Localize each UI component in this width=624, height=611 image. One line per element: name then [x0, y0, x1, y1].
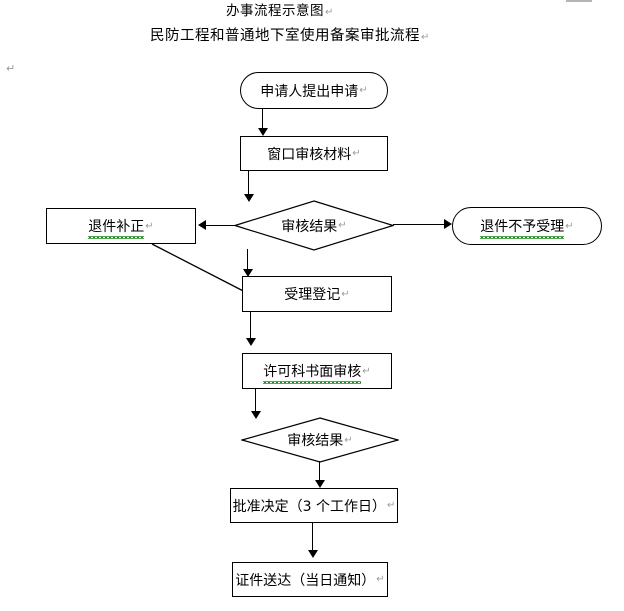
node-register-label: 受理登记	[284, 287, 341, 303]
edge-decision-1-to-return-fix	[206, 225, 236, 226]
pilcrow-icon: ↵	[359, 85, 368, 96]
node-paper-review-label: 许可科书面审核	[263, 361, 362, 384]
pilcrow-icon: ↵	[338, 220, 347, 231]
pilcrow-icon: ↵	[421, 32, 430, 43]
arrow-down-icon	[251, 411, 261, 419]
pilcrow-icon: ↵	[565, 220, 574, 232]
arrow-left-icon	[198, 220, 206, 230]
arrow-down-icon	[258, 128, 268, 136]
node-decision-1-label-wrap: 审核结果↵	[234, 200, 394, 251]
page-subtitle: 民防工程和普通地下室使用备案审批流程↵	[150, 27, 430, 47]
node-return-fix[interactable]: 退件补正↵	[46, 208, 196, 244]
node-start-label: 申请人提出申请	[260, 83, 359, 100]
node-decision-2-label: 审核结果	[287, 433, 344, 449]
edge-decision-1-to-return-reject	[393, 224, 445, 225]
page-title: 办事流程示意图↵	[226, 2, 334, 22]
diamond-shape-icon	[241, 417, 399, 463]
node-delivery-label: 证件送达（当日通知）	[235, 572, 376, 589]
diagonal-connector-line	[151, 243, 254, 297]
node-paper-review[interactable]: 许可科书面审核↵	[242, 353, 392, 389]
arrow-down-icon	[308, 550, 318, 558]
pilcrow-icon: ↵	[386, 500, 396, 511]
node-window-review[interactable]: 窗口审核材料↵	[240, 136, 388, 171]
page-title-text: 办事流程示意图	[226, 3, 324, 19]
edge-register-to-paper-review	[250, 312, 251, 339]
page-edge-mark	[566, 0, 592, 2]
node-return-fix-label: 退件补正	[88, 216, 145, 239]
node-decision-2[interactable]: 审核结果↵	[241, 417, 399, 463]
edge-decision-1-to-register	[247, 249, 248, 271]
node-decision-2-label-wrap: 审核结果↵	[241, 417, 399, 463]
node-start[interactable]: 申请人提出申请↵	[240, 72, 388, 109]
arrow-down-icon	[315, 480, 325, 488]
node-approval[interactable]: 批准决定（3 个工作日）↵	[230, 488, 398, 523]
diamond-shape-icon	[234, 200, 394, 251]
arrow-down-icon	[243, 269, 253, 277]
pilcrow-icon: ↵	[362, 365, 371, 377]
node-register[interactable]: 受理登记↵	[242, 276, 392, 312]
node-decision-1[interactable]: 审核结果↵	[234, 200, 394, 251]
node-approval-label: 批准决定（3 个工作日）	[232, 498, 386, 515]
pilcrow-icon: ↵	[6, 62, 16, 75]
pilcrow-icon: ↵	[325, 7, 334, 18]
edge-start-to-window-review	[262, 109, 263, 129]
edge-decision-2-to-approval	[319, 461, 320, 481]
pilcrow-icon: ↵	[341, 288, 350, 300]
node-window-review-label: 窗口审核材料	[267, 146, 352, 163]
page-subtitle-text: 民防工程和普通地下室使用备案审批流程	[150, 28, 420, 44]
edge-paper-review-to-decision-2	[255, 389, 256, 412]
arrow-down-icon	[244, 194, 254, 202]
node-delivery[interactable]: 证件送达（当日通知）↵	[232, 562, 388, 597]
edge-approval-to-delivery	[312, 523, 313, 551]
node-return-reject-label: 退件不予受理	[480, 216, 565, 239]
pilcrow-icon: ↵	[344, 434, 353, 446]
edge-window-review-to-decision-1	[248, 171, 249, 195]
node-return-reject[interactable]: 退件不予受理↵	[452, 207, 602, 245]
node-decision-1-label: 审核结果	[281, 218, 338, 235]
pilcrow-icon: ↵	[352, 148, 361, 159]
arrow-down-icon	[246, 338, 256, 346]
pilcrow-icon: ↵	[145, 220, 154, 232]
arrow-right-icon	[444, 219, 452, 229]
pilcrow-icon: ↵	[376, 574, 385, 585]
